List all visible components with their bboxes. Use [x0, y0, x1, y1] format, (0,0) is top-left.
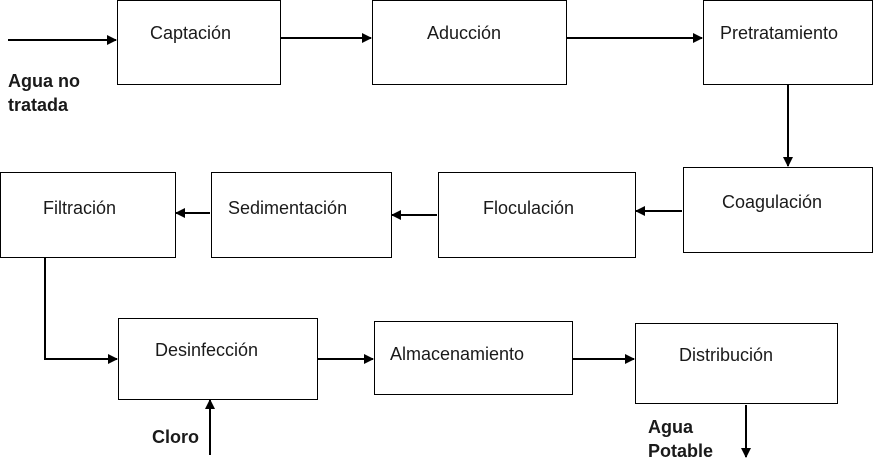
step-almacenamiento: Almacenamiento [374, 321, 573, 395]
step-sedimentacion-label: Sedimentación [228, 198, 348, 218]
step-aduccion-label: Aducción [427, 23, 502, 43]
step-filtracion-label: Filtración [43, 198, 117, 218]
step-desinfeccion-label: Desinfección [155, 340, 259, 360]
step-pretratamiento-label: Pretratamiento [720, 23, 839, 43]
raw-water-label: Agua no tratada [8, 69, 80, 117]
step-captacion-label: Captación [150, 23, 232, 43]
step-floculacion: Floculación [438, 172, 636, 258]
raw-water-label-line1: Agua no [8, 71, 80, 91]
step-captacion: Captación [117, 0, 281, 85]
step-desinfeccion: Desinfección [118, 318, 318, 400]
chlorine-label: Cloro [152, 427, 199, 447]
potable-water-label-line1: Agua [648, 417, 693, 437]
step-distribucion-label: Distribución [679, 345, 774, 365]
step-coagulacion-label: Coagulación [722, 192, 823, 212]
arrow-filtracion-to-desinfeccion [44, 258, 118, 364]
step-distribucion: Distribución [635, 323, 838, 404]
step-pretratamiento: Pretratamiento [703, 0, 873, 85]
step-almacenamiento-label: Almacenamiento [390, 344, 525, 364]
raw-water-label-line2: tratada [8, 95, 69, 115]
step-sedimentacion: Sedimentación [211, 172, 392, 258]
step-floculacion-label: Floculación [483, 198, 575, 218]
step-aduccion: Aducción [372, 0, 567, 85]
step-filtracion: Filtración [0, 172, 176, 258]
potable-water-label-line2: Potable [648, 441, 714, 461]
potable-water-label: Agua Potable [648, 415, 713, 463]
step-coagulacion: Coagulación [683, 167, 873, 253]
